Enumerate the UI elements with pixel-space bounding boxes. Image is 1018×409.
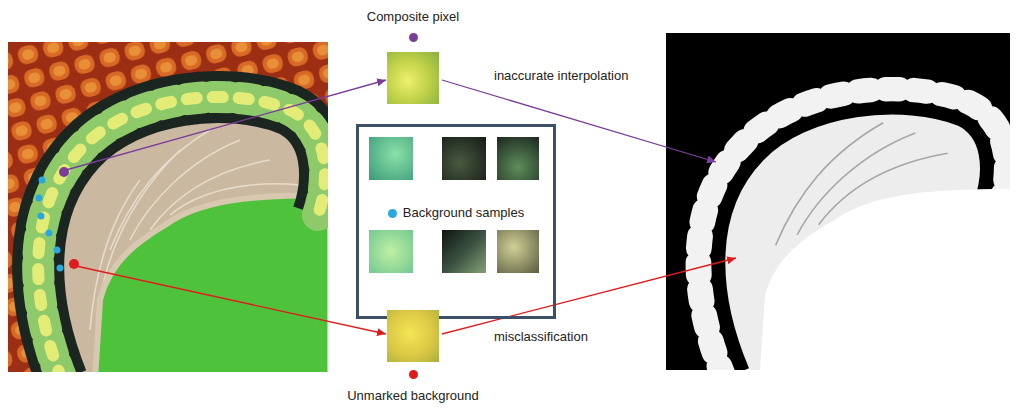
cell-band-cells — [38, 97, 325, 372]
matte-content — [698, 89, 1010, 370]
red-arrow — [76, 266, 386, 334]
sample-patch — [442, 137, 486, 180]
red-arrow — [442, 258, 736, 334]
annotation-label: misclassification — [492, 329, 590, 345]
composite-image — [8, 42, 328, 372]
pixel-patch-node: Composite pixel — [345, 4, 481, 108]
node-label: Unmarked background — [341, 388, 485, 404]
purple-arrow — [66, 80, 386, 170]
pixel-patch — [387, 52, 439, 104]
green-object — [95, 195, 328, 372]
sample-patch — [497, 230, 539, 273]
background-sample-dots — [36, 177, 64, 272]
sample-caption-row: Background samples — [359, 205, 553, 221]
node-label: Background samples — [403, 205, 524, 221]
node-label: Composite pixel — [345, 9, 481, 25]
sample-patch — [497, 137, 539, 180]
cell-band — [38, 97, 325, 372]
sample-dot — [388, 209, 397, 218]
samples-box: Background samples — [356, 124, 556, 319]
pixel-dot — [409, 370, 418, 379]
sample-patch — [369, 137, 413, 180]
sample-patch — [369, 230, 413, 273]
pixel-dot — [409, 33, 418, 42]
pixel-patch — [387, 310, 439, 362]
composite-pixel-dot — [59, 167, 69, 177]
unmarked-background-dot — [69, 259, 79, 269]
annotation-label: inaccurate interpolation — [492, 68, 630, 84]
cell-band-highlights — [38, 97, 325, 372]
sample-patch — [442, 230, 486, 273]
pixel-patch-node: Unmarked background — [341, 306, 485, 406]
